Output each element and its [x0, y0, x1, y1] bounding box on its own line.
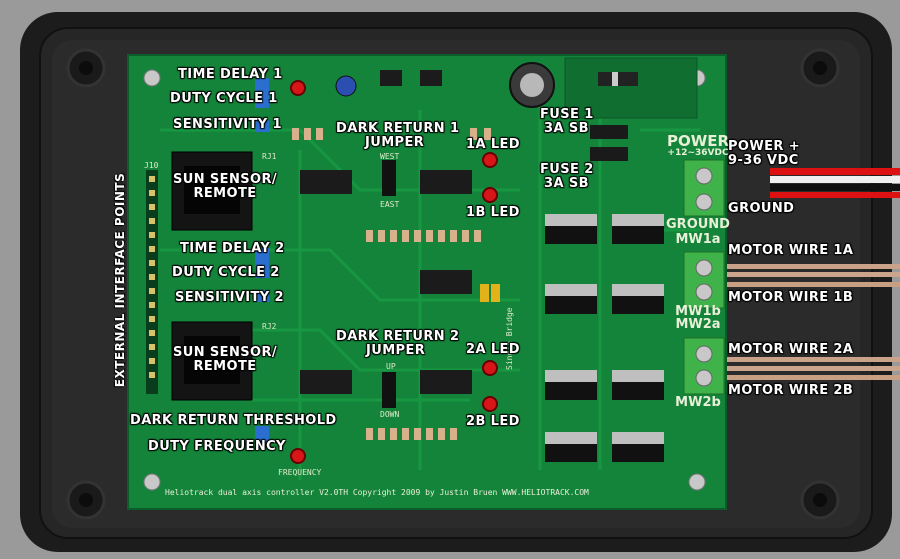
silk-single-bridge: Single Bridge — [505, 307, 514, 370]
silk-mw2b: MW2b — [675, 395, 721, 410]
silk-ground: GROUND — [666, 217, 730, 232]
label-time-delay-2: TIME DELAY 2 — [180, 241, 285, 256]
label-time-delay-1: TIME DELAY 1 — [178, 67, 283, 82]
label-fuse-2-rating: 3A SB — [544, 176, 589, 191]
label-sun-sensor-2: SUN SENSOR/ REMOTE — [166, 346, 284, 374]
label-dark-return-2: DARK RETURN 2 — [336, 329, 460, 344]
label-motor-wire-1b: MOTOR WIRE 1B — [728, 290, 854, 305]
label-fuse-2: FUSE 2 — [540, 162, 594, 177]
label-1b-led: 1B LED — [466, 205, 520, 220]
label-power-plus: POWER + 9-36 VDC — [728, 140, 800, 168]
power-wires — [770, 168, 900, 198]
silk-mw1b: MW1b — [675, 304, 721, 319]
label-fuse-1: FUSE 1 — [540, 107, 594, 122]
label-ground: GROUND — [728, 201, 795, 216]
silk-frequency: FREQUENCY — [278, 468, 322, 477]
label-jumper-2: JUMPER — [366, 343, 426, 358]
label-external-interface-points: EXTERNAL INTERFACE POINTS — [113, 172, 127, 388]
silk-up: UP — [386, 362, 396, 371]
ic-chip — [300, 170, 352, 194]
silk-j10: J10 — [144, 161, 159, 170]
label-2a-led: 2A LED — [466, 342, 520, 357]
label-power-plus-line1: POWER + — [728, 139, 801, 154]
label-motor-wire-2a: MOTOR WIRE 2A — [728, 342, 854, 357]
fuse-1 — [590, 125, 628, 139]
silk-down: DOWN — [380, 410, 400, 419]
jumper-header-2 — [382, 372, 396, 408]
label-jumper-1: JUMPER — [365, 135, 425, 150]
label-sun-sensor-2-line1: SUN SENSOR/ — [172, 345, 278, 360]
label-1a-led: 1A LED — [466, 137, 520, 152]
label-sun-sensor-1: SUN SENSOR/ REMOTE — [166, 173, 284, 201]
fuse-2 — [590, 147, 628, 161]
silk-east: EAST — [380, 200, 400, 209]
label-motor-wire-2b: MOTOR WIRE 2B — [728, 383, 854, 398]
silk-rj2: RJ2 — [262, 322, 277, 331]
label-sensitivity-1: SENSITIVITY 1 — [173, 117, 282, 132]
label-duty-cycle-1: DUTY CYCLE 1 — [170, 91, 278, 106]
label-sun-sensor-1-line2: REMOTE — [193, 186, 257, 201]
mosfet-transistors — [545, 214, 664, 462]
terminal-blocks — [683, 159, 725, 395]
label-dark-return-1: DARK RETURN 1 — [336, 121, 460, 136]
label-duty-cycle-2: DUTY CYCLE 2 — [172, 265, 280, 280]
motor-wires — [720, 264, 900, 380]
silk-power-range: +12~36VDC — [667, 148, 729, 158]
label-sun-sensor-1-line1: SUN SENSOR/ — [172, 172, 278, 187]
silk-power: POWER — [666, 132, 730, 150]
label-sun-sensor-2-line2: REMOTE — [193, 359, 257, 374]
indicator-leds — [290, 80, 498, 464]
silk-west: WEST — [380, 152, 400, 161]
silk-footer: Heliotrack dual axis controller V2.0TH C… — [165, 488, 589, 497]
label-2b-led: 2B LED — [466, 414, 520, 429]
silk-mw1a: MW1a — [675, 232, 721, 247]
silk-rj1: RJ1 — [262, 152, 277, 161]
label-sensitivity-2: SENSITIVITY 2 — [175, 290, 284, 305]
label-duty-frequency: DUTY FREQUENCY — [148, 439, 286, 454]
silk-mw2a: MW2a — [675, 317, 721, 332]
label-dark-return-threshold: DARK RETURN THRESHOLD — [130, 413, 337, 428]
jumper-header-1 — [382, 160, 396, 196]
label-fuse-1-rating: 3A SB — [544, 121, 589, 136]
label-power-plus-line2: 9-36 VDC — [728, 153, 799, 168]
label-motor-wire-1a: MOTOR WIRE 1A — [728, 243, 854, 258]
